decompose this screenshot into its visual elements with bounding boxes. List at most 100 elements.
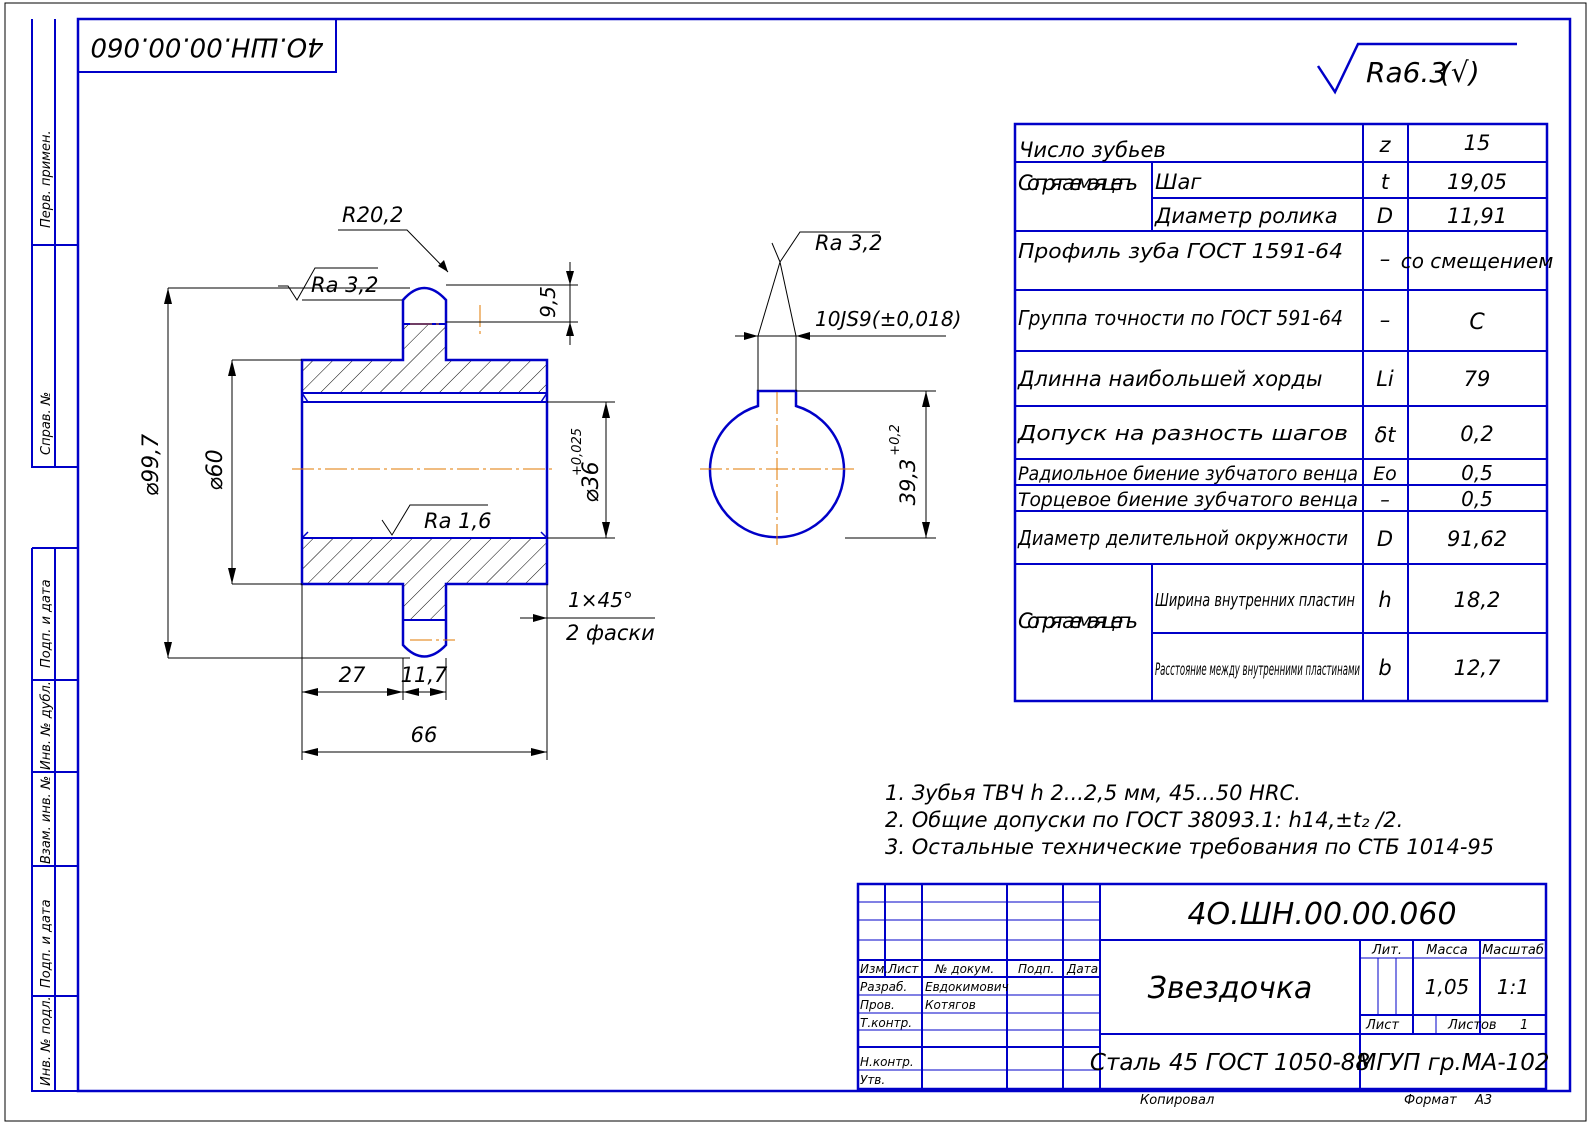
- hatch-lower: [302, 538, 547, 620]
- row-platedist-val: 12,7: [1454, 656, 1501, 680]
- row-pitchdia-sym: D: [1377, 527, 1393, 551]
- tb-lit: Лит.: [1371, 943, 1402, 958]
- tb-kopiroval: Копировал: [1140, 1093, 1214, 1108]
- row-pitch-val: 19,05: [1447, 170, 1507, 194]
- corner-code-box: 4О.ШН.00.00.060: [77, 18, 337, 73]
- row-platedist-sub: Расстояние между внутренними пластинами: [1155, 660, 1360, 680]
- row-profile-sym: –: [1380, 247, 1391, 271]
- row-radial-val: 0,5: [1461, 461, 1493, 485]
- tb-hdr-doc: № докум.: [934, 962, 994, 976]
- tb-material: Сталь 45 ГОСТ 1050-88: [1090, 1050, 1370, 1076]
- roughness-general: Ra6.3 (√): [1316, 42, 1517, 95]
- row-pitchdiff-val: 0,2: [1460, 422, 1493, 446]
- row-chord-label: Длинна наибольшей хорды: [1017, 367, 1323, 391]
- strip-podp-data-1: Подп. и дата: [39, 579, 54, 668]
- row-accuracy-label: Группа точности по ГОСТ 591-64: [1018, 306, 1343, 330]
- tb-format: Формат: [1404, 1093, 1457, 1108]
- row-teeth-val: 15: [1464, 131, 1491, 155]
- section-view: [292, 286, 556, 658]
- drawing-frame: [76, 17, 1572, 1093]
- strip-sprav-no: Справ. №: [39, 392, 54, 455]
- note-1: 1. Зубья ТВЧ h 2...2,5 мм, 45...50 HRC.: [885, 781, 1301, 805]
- tb-massa: Масса: [1426, 943, 1467, 958]
- params-table: Число зубьев z 15 Сопрягаемая цепь Шаг t…: [1013, 122, 1554, 703]
- row-platedist-sym: b: [1378, 656, 1391, 680]
- dim-len-tooth: 11,7: [401, 663, 448, 687]
- tb-razrab-name: Евдокимович: [925, 980, 1009, 994]
- row-axial-val: 0,5: [1461, 487, 1493, 511]
- tb-hdr-sign: Подп.: [1018, 962, 1054, 976]
- tech-notes: 1. Зубья ТВЧ h 2...2,5 мм, 45...50 HRC. …: [885, 781, 1494, 859]
- sheet-border: [4, 2, 1587, 1122]
- row-pitchdiff-label: Допуск на разность шагов: [1017, 421, 1348, 445]
- strip-vzam-inv: Взам. инв. №: [39, 776, 54, 864]
- row-profile-val: со смещением: [1401, 249, 1554, 273]
- note-2: 2. Общие допуски по ГОСТ 38093.1: h14,±t…: [885, 808, 1403, 832]
- roughness-general-value: Ra6.3: [1366, 56, 1447, 89]
- row-chord-val: 79: [1464, 367, 1491, 391]
- tb-prov-name: Котягов: [925, 998, 976, 1012]
- row-axial-label: Торцевое биение зубчатого венца: [1018, 489, 1358, 511]
- row-accuracy-val: C: [1469, 310, 1485, 335]
- dim-d-bore: ⌀36: [579, 461, 604, 502]
- dim-r-profile: R20,2: [342, 203, 403, 227]
- row-pitchdia-label: Диаметр делительной окружности: [1017, 526, 1348, 550]
- dim-len-total: 66: [411, 723, 438, 747]
- tb-utv: Утв.: [860, 1073, 885, 1087]
- rough-tooth: Ra 3,2: [311, 273, 379, 297]
- roughness-general-suffix: (√): [1440, 56, 1480, 89]
- tb-nkontr: Н.контр.: [860, 1055, 914, 1069]
- tb-name: Звездочка: [1148, 971, 1313, 1006]
- row-chain-label: Сопрягаемая цепь: [1018, 171, 1138, 195]
- row-roller-sym: D: [1377, 204, 1393, 228]
- row-chord-sym: Li: [1376, 367, 1394, 391]
- side-strip-bottom: Подп. и дата Инв. № дубл. Взам. инв. № П…: [31, 547, 78, 1092]
- tb-hdr-izm: Изм.: [860, 962, 888, 976]
- dim-len-hub: 27: [339, 663, 366, 687]
- keyway-rough: Ra 3,2: [815, 231, 883, 255]
- strip-podp-data-2: Подп. и дата: [39, 899, 54, 988]
- tb-prov: Пров.: [860, 998, 895, 1012]
- dim-tooth-width: 9,5: [536, 286, 560, 318]
- row-platewidth-sym: h: [1378, 588, 1391, 612]
- strip-inv-dubl: Инв. № дубл.: [39, 681, 54, 770]
- row-pitchdiff-sym: δt: [1374, 423, 1396, 447]
- title-block: 4О.ШН.00.00.060 Звездочка Сталь 45 ГОСТ …: [856, 882, 1550, 1108]
- row-radial-label: Радиольное биение зубчатого венца: [1018, 463, 1358, 485]
- tb-hdr-date: Дата: [1066, 962, 1098, 976]
- row-roller-sub: Диаметр ролика: [1154, 204, 1338, 228]
- dim-chamfer-note: 2 фаски: [566, 621, 655, 645]
- dim-keyway-depth-tol: +0,2: [888, 424, 903, 456]
- row-pitch-sym: t: [1381, 170, 1390, 194]
- hatch-upper: [302, 324, 547, 393]
- tb-list: Лист: [1365, 1018, 1399, 1033]
- row-chain2-label: Сопрягаемая цепь: [1018, 609, 1138, 633]
- row-teeth-sym: z: [1378, 133, 1391, 157]
- tb-massa-val: 1,05: [1425, 975, 1470, 999]
- dim-keyway-width: 10JS9(±0,018): [815, 307, 961, 331]
- strip-inv-podl: Инв. № подл.: [39, 996, 54, 1086]
- row-platewidth-sub: Ширина внутренних пластин: [1155, 590, 1355, 611]
- tb-code: 4О.ШН.00.00.060: [1187, 897, 1456, 932]
- row-profile-label: Профиль зуба ГОСТ 1591-64: [1018, 239, 1343, 263]
- dim-d-bore-tol: +0,025: [570, 428, 585, 476]
- row-radial-sym: Eo: [1373, 463, 1397, 485]
- dim-chamfer: 1×45°: [568, 588, 633, 612]
- row-accuracy-sym: –: [1380, 308, 1391, 332]
- tb-listov: Листов: [1447, 1018, 1497, 1033]
- note-3: 3. Остальные технические требования по С…: [885, 835, 1494, 859]
- keyway-view: 10JS9(±0,018) Ra 3,2 39,3 +0,2: [700, 231, 961, 545]
- dim-keyway-depth: 39,3: [896, 459, 920, 506]
- dim-d-outer: ⌀99,7: [139, 434, 164, 496]
- strip-perv-primen: Перв. примен.: [39, 130, 54, 228]
- side-strip-top: Перв. примен. Справ. №: [31, 19, 78, 468]
- tb-listov-val: 1: [1520, 1018, 1528, 1033]
- row-pitchdia-val: 91,62: [1447, 527, 1507, 551]
- tb-scale-val: 1:1: [1497, 975, 1529, 999]
- row-pitch-sub: Шаг: [1155, 170, 1202, 194]
- tb-hdr-list: Лист: [887, 962, 919, 976]
- section-dimensions: ⌀99,7 ⌀60 ⌀36 +0,025 9,5 R20,2 Ra 3,2 Ra…: [139, 203, 655, 760]
- tb-org: МГУП гр.МА-102: [1356, 1050, 1549, 1076]
- tb-format-val: А3: [1474, 1093, 1492, 1108]
